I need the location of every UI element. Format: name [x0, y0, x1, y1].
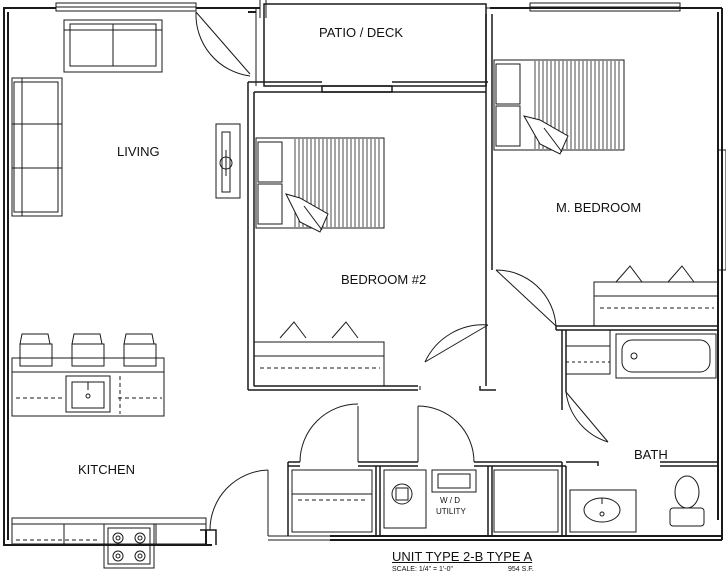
door-bedroom2: [419, 324, 489, 390]
room-label-kitchen: KITCHEN: [78, 462, 136, 477]
window-top-living: [55, 2, 197, 12]
room-label-patio: PATIO / DECK: [319, 25, 404, 40]
room-label-bath: BATH: [634, 447, 668, 462]
door-patio: [195, 11, 251, 77]
window-top-master: [529, 2, 681, 12]
closet-hall-1: [291, 469, 373, 533]
washer-dryer: [383, 469, 477, 529]
room-label-master: M. BEDROOM: [556, 200, 642, 215]
door-closet-2: [417, 405, 475, 463]
room-label-bedroom2: BEDROOM #2: [341, 272, 427, 287]
closet-hall-2: [493, 469, 559, 533]
tv-stand: [215, 123, 241, 199]
sofa-left: [11, 77, 63, 217]
stove: [103, 523, 155, 569]
door-bath: [565, 391, 609, 443]
linen-closet: [565, 329, 611, 375]
bathtub: [615, 333, 717, 379]
plan-area: 954 S.F.: [508, 566, 534, 573]
bath-vanity: [569, 489, 637, 533]
kitchen-island: [11, 357, 165, 417]
room-label-utility: UTILITY: [436, 507, 466, 516]
plan-scale: SCALE: 1/4" = 1'-0": [392, 566, 453, 573]
door-entry: [209, 469, 330, 541]
closet-bedroom2: [253, 321, 385, 387]
bed-master: [493, 59, 625, 155]
patio-outline: [255, 0, 492, 87]
door-master: [495, 269, 557, 327]
door-closet-1: [299, 403, 359, 463]
kitchen-counter: [11, 517, 207, 545]
window-right-master: [717, 149, 726, 271]
room-label-wd: W / D: [440, 496, 460, 505]
bar-stools: [19, 333, 157, 367]
interior-walls: [200, 14, 718, 545]
sofa-top: [63, 19, 163, 73]
bed-bedroom2: [255, 137, 385, 233]
closet-master: [593, 265, 719, 327]
toilet: [669, 475, 705, 527]
plan-title: UNIT TYPE 2-B TYPE A: [392, 549, 533, 564]
room-label-living: LIVING: [117, 144, 160, 159]
